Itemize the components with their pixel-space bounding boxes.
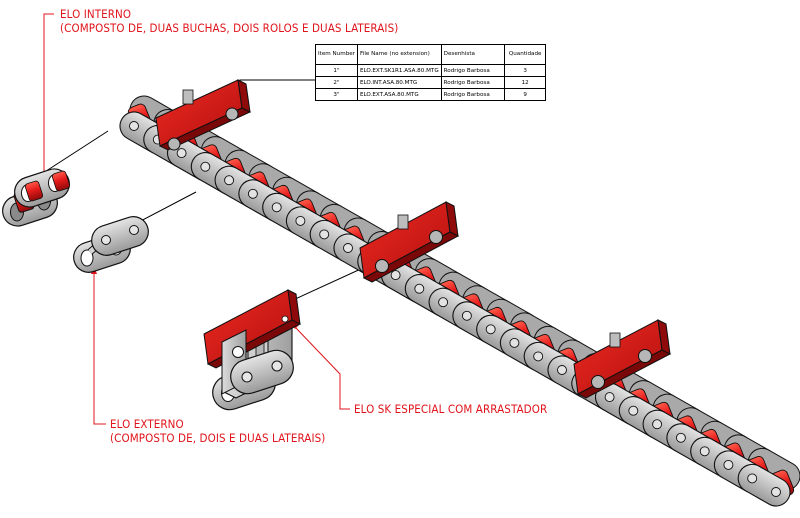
bom-cell-file: ELO.EXT.ASA.80.MTG: [356, 88, 442, 101]
exploded-outer-link: [73, 216, 149, 273]
chain-pin: [319, 229, 330, 240]
bom-cell-designer: Rodrigo Barbosa: [440, 88, 506, 101]
bom-cell-file: ELO.EXT.SK1R1.ASA.80.MTG: [356, 64, 442, 77]
chain-pin: [343, 243, 353, 253]
chain-pin: [461, 310, 472, 321]
chain-pin: [295, 215, 306, 226]
chain-pin: [652, 419, 663, 430]
chain-pin: [438, 297, 449, 308]
bom-cell-qty: 9: [504, 88, 546, 101]
callout-elo-interno-sub: (COMPOSTO DE, DUAS BUCHAS, DOIS ROLOS E …: [60, 21, 399, 35]
bom-cell-qty: 12: [504, 76, 546, 89]
callout-elo-externo-sub: (COMPOSTO DE, DOIS E DUAS LATERAIS): [110, 431, 326, 445]
bom-header-file: File Name (no extension): [356, 44, 442, 65]
bom-header-qty: Quantidade: [504, 44, 546, 65]
callout-elo-sk-especial: ELO SK ESPECIAL COM ARRASTADOR: [354, 402, 548, 416]
chain-pin: [509, 337, 520, 348]
exploded-inner-link: [2, 168, 71, 227]
chain-pin: [699, 446, 710, 457]
bom-header-row: Item Number File Name (no extension) Des…: [315, 44, 546, 65]
bom-cell-item: 3": [315, 88, 358, 101]
chain-rollers: [119, 103, 795, 507]
chain-pin: [271, 202, 282, 213]
chain-pin: [176, 148, 187, 159]
attachment-flight-3: [573, 319, 672, 399]
chain-pin: [224, 175, 235, 186]
table-row: 2" ELO.INT.ASA.80.MTG Rodrigo Barbosa 12: [315, 76, 546, 89]
chain-pin: [557, 365, 567, 375]
attachment-flight-1: [155, 79, 252, 151]
chain-pin: [533, 351, 544, 362]
chain-pin: [129, 121, 139, 131]
chain-pin: [628, 405, 639, 416]
bom-cell-designer: Rodrigo Barbosa: [440, 76, 506, 89]
bom-cell-file: ELO.INT.ASA.80.MTG: [356, 76, 442, 89]
chain-pin: [485, 324, 496, 335]
bom-cell-item: 1": [315, 64, 358, 77]
table-row: 1" ELO.EXT.SK1R1.ASA.80.MTG Rodrigo Barb…: [315, 64, 546, 77]
callout-elo-externo-title: ELO EXTERNO: [110, 417, 184, 431]
chain-pin: [604, 392, 615, 403]
chain-pin: [771, 487, 781, 497]
bom-cell-designer: Rodrigo Barbosa: [440, 64, 506, 77]
attachment-flight-2: [359, 201, 460, 283]
bom-header-item: Item Number: [315, 44, 358, 65]
chain-pin: [723, 459, 734, 470]
chain-pin: [675, 432, 686, 443]
bom-cell-item: 2": [315, 76, 358, 89]
callout-elo-interno-title: ELO INTERNO: [60, 7, 132, 21]
chain-pin: [247, 188, 258, 199]
bom-cell-qty: 3: [504, 64, 546, 77]
chain-pin: [747, 473, 758, 484]
exploded-sk-special-link: [203, 289, 302, 411]
chain-pin: [414, 283, 425, 294]
table-row: 3" ELO.EXT.ASA.80.MTG Rodrigo Barbosa 9: [315, 88, 546, 101]
bom-header-designer: Desenhista: [440, 44, 506, 65]
chain-pin: [390, 270, 401, 281]
bill-of-materials-table: Item Number File Name (no extension) Des…: [315, 44, 546, 101]
chain-pin: [200, 161, 211, 172]
